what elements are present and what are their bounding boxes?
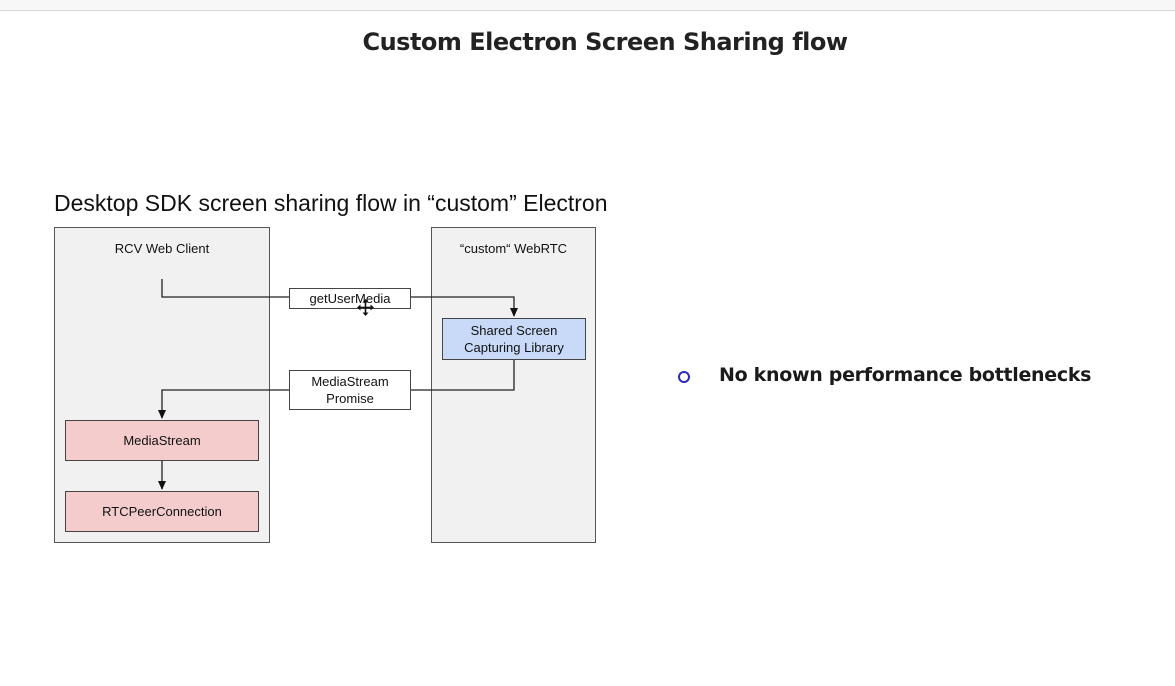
edge-label-mediastream-promise: MediaStream Promise — [289, 370, 411, 410]
hollow-circle-bullet-icon — [678, 371, 690, 383]
move-cursor-icon — [357, 299, 374, 316]
bullet-text: No known performance bottlenecks — [719, 364, 1092, 386]
lane-custom-webrtc: “custom“ WebRTC — [431, 227, 596, 543]
top-border — [0, 0, 1175, 11]
diagram-heading: Desktop SDK screen sharing flow in “cust… — [54, 190, 608, 216]
slide-title: Custom Electron Screen Sharing flow — [362, 28, 848, 56]
edge-label-get-user-media: getUserMedia — [289, 288, 411, 309]
lane-label-right: “custom“ WebRTC — [459, 241, 568, 256]
shared-screen-library-box: Shared Screen Capturing Library — [442, 318, 586, 360]
rtcpeerconnection-box: RTCPeerConnection — [65, 491, 259, 532]
lane-label-left: RCV Web Client — [114, 241, 210, 256]
mediastream-box: MediaStream — [65, 420, 259, 461]
bullet-item: No known performance bottlenecks — [678, 364, 1091, 386]
